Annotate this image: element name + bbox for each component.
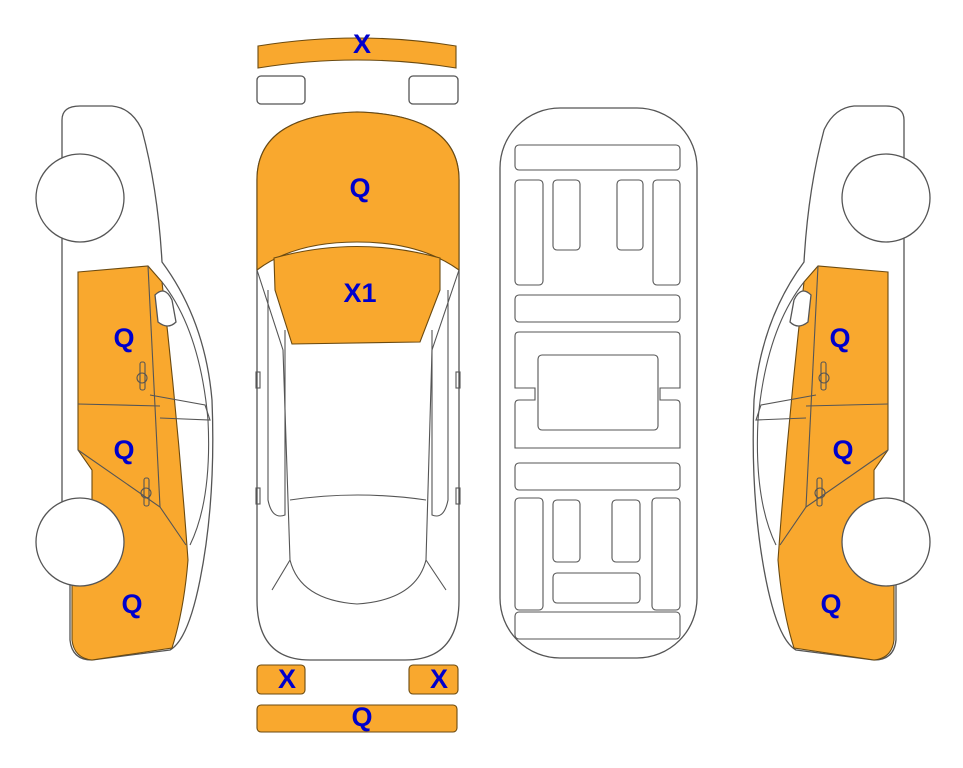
front-bumper-label: X [353, 29, 371, 59]
headlight-left [256, 75, 306, 105]
windshield-panel[interactable] [273, 245, 441, 345]
left-rear-door-label: Q [113, 435, 134, 465]
rear-bumper-panel[interactable] [256, 704, 458, 733]
hood-panel[interactable] [256, 111, 460, 272]
right-rear-door-label: Q [832, 435, 853, 465]
rear-light-left-label: X [278, 664, 296, 694]
right-side-view: Q Q Q [752, 105, 931, 661]
right-rear-fender-label: Q [820, 589, 841, 619]
rear-light-right-label: X [430, 664, 448, 694]
top-view: X Q X1 X X Q [255, 29, 461, 733]
right-front-door-label: Q [829, 323, 850, 353]
left-side-view: Q Q Q [35, 105, 214, 661]
hood-label: Q [349, 173, 370, 203]
left-front-door-label: Q [113, 323, 134, 353]
front-bumper-panel[interactable] [257, 37, 457, 69]
underside-view [499, 107, 698, 659]
windshield-label: X1 [343, 278, 376, 308]
left-rear-fender-label: Q [121, 589, 142, 619]
rear-bumper-label: Q [351, 702, 372, 732]
rear-light-right-panel[interactable] [408, 664, 459, 695]
headlight-right [408, 75, 459, 105]
rear-light-left-panel[interactable] [256, 664, 306, 695]
